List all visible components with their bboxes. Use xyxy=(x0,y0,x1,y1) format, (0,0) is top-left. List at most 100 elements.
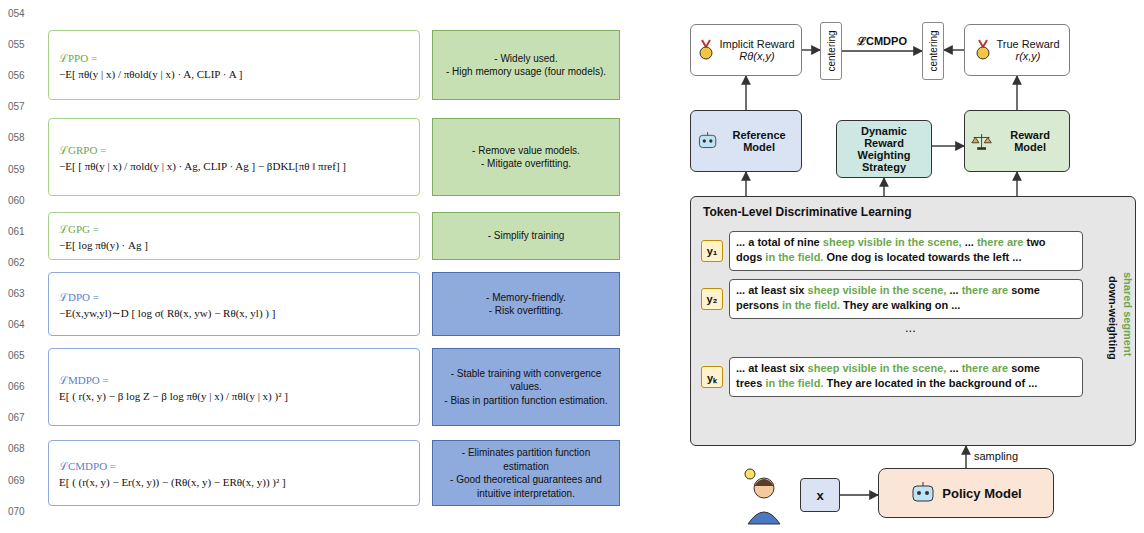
box-text: Dynamic Reward Weighting Strategy xyxy=(843,125,925,173)
response-text: ... at least six xyxy=(736,284,804,296)
formula-box: ℒCMDPO = E[ ( (r(x, y) − Er(x, y)) − (Rθ(… xyxy=(48,440,420,506)
process-box: centering xyxy=(922,22,944,80)
loss-formula: −E[ πθ(y | x) / πθold(y | x) · A, CLIP ·… xyxy=(59,68,242,80)
box-text: y₁ xyxy=(707,245,718,257)
line-number: 069 xyxy=(8,475,25,486)
edge-label: sampling xyxy=(972,450,1020,462)
connector xyxy=(1016,76,1017,110)
line-number: 058 xyxy=(8,132,25,143)
loss-formula: −E(x,yw,yl)∼D [ log σ( Rθ(x, yw) − Rθ(x,… xyxy=(59,307,275,320)
shared-segment: in the field. xyxy=(765,377,823,389)
line-number: 057 xyxy=(8,101,25,112)
box-text: - Risk overfitting. xyxy=(489,304,563,318)
line-number: 061 xyxy=(8,226,25,237)
loss-formula: E[ ( (r(x, y) − Er(x, y)) − (Rθ(x, y) − … xyxy=(59,476,286,488)
response-box: ... a total of ninesheep visible in the … xyxy=(729,231,1083,271)
line-number: 070 xyxy=(8,506,25,517)
loss-name: ℒGPG = xyxy=(59,221,99,236)
connector xyxy=(965,446,966,468)
formula-box: ℒGPG = −E[ log πθ(y) · Ag ] xyxy=(48,212,420,260)
response-text: ... xyxy=(949,362,958,374)
line-number: 068 xyxy=(8,443,25,454)
description-box: - Eliminates partition function estimati… xyxy=(432,440,620,506)
box-text: y₂ xyxy=(706,293,717,305)
response-text: ... xyxy=(949,284,958,296)
box-text: - Widely used. xyxy=(494,52,557,66)
process-box: centering xyxy=(820,22,842,80)
box-text: - Bias in partition function estimation. xyxy=(444,394,607,408)
box-text: Rθ(x,y) xyxy=(739,50,774,62)
line-number: 060 xyxy=(8,195,25,206)
response-text: ... at least six xyxy=(736,362,804,374)
loss-name: ℒPPO = xyxy=(59,50,97,65)
vertical-note: shared segment xyxy=(1122,272,1134,356)
box-text: centering xyxy=(928,30,939,71)
box-text: - Stable training with convergence value… xyxy=(441,367,611,394)
process-box: Reward Model xyxy=(964,110,1070,172)
box-text: - Remove value models. xyxy=(472,144,580,158)
line-number: 064 xyxy=(8,319,25,330)
ellipsis: ... xyxy=(905,320,916,335)
box-text: r(x,y) xyxy=(1015,50,1040,62)
box-text: Policy Model xyxy=(942,486,1021,501)
box-text: True Reward xyxy=(996,38,1059,50)
response-tag: y₁ xyxy=(701,240,723,262)
response-text: ... xyxy=(965,236,974,248)
shared-segment: there are xyxy=(962,362,1008,374)
loss-formula: E[ ( r(x, y) − β log Z − β log πθ(y | x)… xyxy=(59,390,288,402)
vertical-note: down-weighting xyxy=(1107,276,1119,360)
box-text: x xyxy=(816,488,823,503)
shared-segment: sheep visible in the scene, xyxy=(808,362,947,374)
process-box: x xyxy=(800,478,840,512)
line-number: 062 xyxy=(8,257,25,268)
connector xyxy=(745,172,746,196)
shared-segment: in the field. xyxy=(765,251,823,263)
description-box: - Stable training with convergence value… xyxy=(432,348,620,426)
process-box: True Rewardr(x,y) xyxy=(964,24,1070,76)
loss-formula: −E[ log πθ(y) · Ag ] xyxy=(59,239,148,251)
person-icon xyxy=(745,469,780,524)
shared-segment: there are xyxy=(977,236,1023,248)
medal-icon xyxy=(974,39,992,61)
loss-name: ℒMDPO = xyxy=(59,372,109,387)
box-text: - Memory-friendly. xyxy=(486,291,566,305)
process-box: Reference Model xyxy=(690,110,802,172)
response-text: They are walking on ... xyxy=(843,299,960,311)
box-text: - Simplify training xyxy=(488,229,565,243)
shared-segment: in the field. xyxy=(782,299,840,311)
description-box: - Remove value models.- Mitigate overfit… xyxy=(432,118,620,196)
box-text: - Eliminates partition function estimati… xyxy=(441,446,611,473)
response-text: ... a total of nine xyxy=(736,236,820,248)
line-number: 054 xyxy=(8,8,25,19)
line-number: 059 xyxy=(8,164,25,175)
loss-name: ℒGRPO = xyxy=(59,142,106,157)
description-box: - Widely used.- High memory usage (four … xyxy=(432,30,620,100)
box-text: yₖ xyxy=(707,370,717,385)
edge-label: ℒCMDPO xyxy=(855,33,909,48)
box-text: Reference Model xyxy=(723,129,795,153)
connector xyxy=(842,50,922,51)
response-tag: y₂ xyxy=(701,288,723,310)
response-box: ... at least six sheep visible in the sce… xyxy=(729,357,1083,397)
loss-name: ℒCMDPO = xyxy=(59,458,116,473)
line-number: 056 xyxy=(8,70,25,81)
loss-formula: −E[ [ πθ(y | x) / πold(y | x) · Ag, CLIP… xyxy=(59,160,346,172)
line-number: 055 xyxy=(8,39,25,50)
response-text: One dog is located towards the left ... xyxy=(827,251,1022,263)
response-text: They are located in the background of ..… xyxy=(827,377,1038,389)
process-box: Policy Model xyxy=(878,468,1054,518)
box-text: centering xyxy=(826,30,837,71)
process-box: Dynamic Reward Weighting Strategy xyxy=(836,120,932,178)
box-text: Reward Model xyxy=(997,129,1063,153)
box-text: Token-Level Discriminative Learning xyxy=(703,205,1123,219)
formula-box: ℒPPO = −E[ πθ(y | x) / πθold(y | x) · A, … xyxy=(48,30,420,100)
line-number: 066 xyxy=(8,381,25,392)
formula-box: ℒMDPO = E[ ( r(x, y) − β log Z − β log πθ… xyxy=(48,348,420,426)
connector xyxy=(840,494,878,495)
process-box: Implicit RewardRθ(x,y) xyxy=(690,24,802,76)
box-text: Implicit Reward xyxy=(719,38,794,50)
shared-segment: sheep visible in the scene, xyxy=(823,236,962,248)
response-tag: yₖ xyxy=(701,366,723,388)
scale-icon xyxy=(971,130,992,152)
connector xyxy=(1016,172,1017,196)
